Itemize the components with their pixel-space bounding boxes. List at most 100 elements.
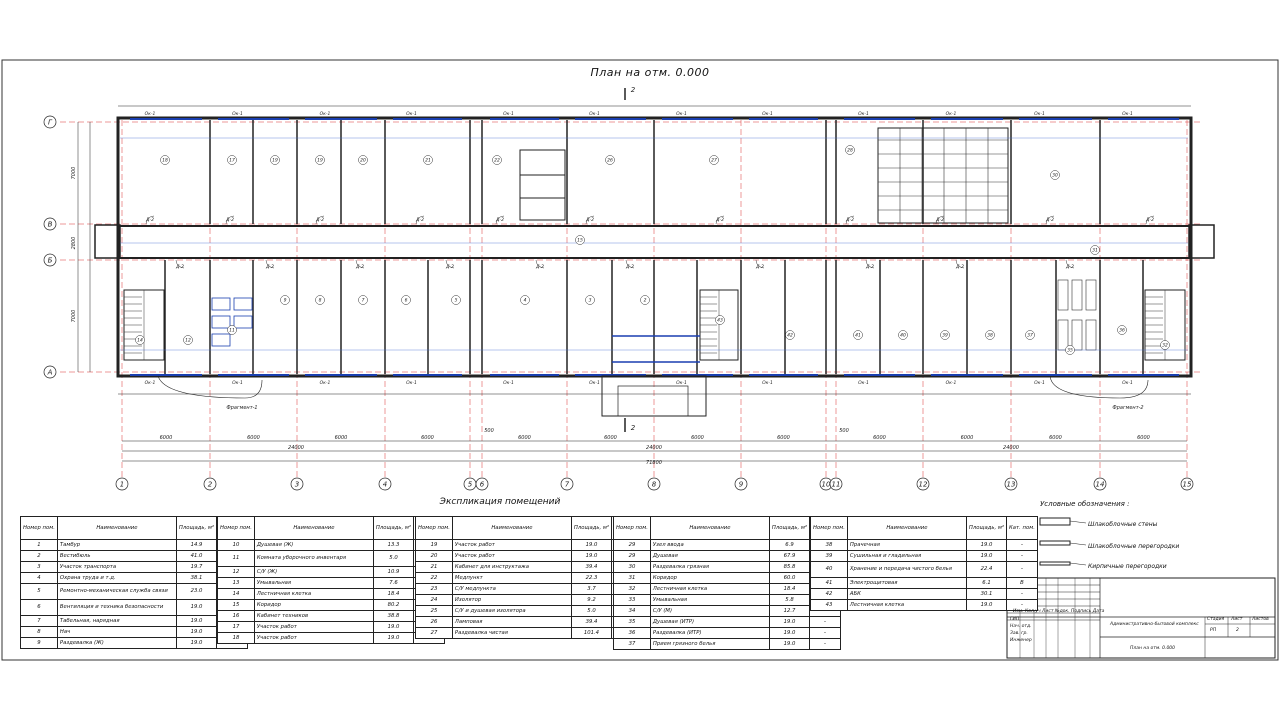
table-cell: 19.0 <box>175 637 218 649</box>
table-cell: 19.7 <box>175 561 218 573</box>
table-cell: Душевая (Ж) <box>253 539 374 551</box>
table-cell: 16 <box>217 610 255 622</box>
table-cell: 20 <box>415 550 453 562</box>
room-number-circle <box>358 155 368 165</box>
door-swing <box>495 215 505 225</box>
locker-group <box>1085 279 1097 311</box>
table-header-cell: Кат. пом. <box>1006 516 1038 540</box>
door-mark-label: Д-2 <box>935 217 944 223</box>
room-number-label: 18 <box>162 158 168 164</box>
table-cell: Медпункт <box>451 572 572 584</box>
room-number-circle <box>315 295 325 305</box>
table-cell: Вентиляция и техника безопасности <box>56 599 177 616</box>
porch-landing <box>617 385 689 417</box>
legend-item-brick-partitions: Кирпичные перегородки <box>1088 563 1167 570</box>
table-cell: 6.9 <box>768 539 811 551</box>
table-header-cell: Номер пом. <box>20 516 58 540</box>
table-header-cell: Площадь, м² <box>372 516 415 540</box>
axis-number-label: 8 <box>652 481 657 489</box>
door-mark-label: Д-2 <box>535 264 544 270</box>
vertical-dimension-label: 7000 <box>71 167 77 180</box>
room-number-circle <box>270 155 280 165</box>
table-cell: 3 <box>20 561 58 573</box>
legend-item-block-partitions: Шлакоблочные перегородки <box>1088 543 1180 550</box>
table-cell: 42 <box>810 588 848 600</box>
door-swing <box>355 259 365 269</box>
room-number-label: 31 <box>1092 248 1098 254</box>
table-header-cell: Номер пом. <box>415 516 453 540</box>
room-number-circle <box>985 330 995 340</box>
table-cell: 37 <box>613 638 651 650</box>
bay-dimension-label: 6000 <box>873 435 886 441</box>
legend-leader <box>1069 542 1087 546</box>
room-number-circle <box>135 335 145 345</box>
table-cell: 19 <box>415 539 453 551</box>
table-cell: - <box>809 627 841 639</box>
room-number-circle <box>575 235 585 245</box>
axis-bubble <box>829 477 843 491</box>
axis-bubble <box>1093 477 1107 491</box>
bay-dimension-label: 6000 <box>160 435 173 441</box>
bay-dimension-label: 6000 <box>247 435 260 441</box>
door-swing <box>755 259 765 269</box>
table-cell: 6.1 <box>965 577 1008 589</box>
table-cell: АБК <box>846 588 967 600</box>
window-mark-label: Ок-1 <box>858 111 869 117</box>
table-cell: Ламповая <box>451 616 572 628</box>
locker-group <box>1071 319 1083 351</box>
table-cell: 12 <box>217 566 255 578</box>
door-mark-label: Д-2 <box>265 264 274 270</box>
table-cell: 67.9 <box>768 550 811 562</box>
table-cell: 30.1 <box>965 588 1008 600</box>
door-swing <box>935 215 945 225</box>
window-mark-label: Ок-1 <box>676 111 687 117</box>
axis-letter-label: А <box>47 369 53 377</box>
room-number-label: 11 <box>229 328 235 334</box>
table-cell: В <box>1006 577 1038 589</box>
door-mark-label: Д-2 <box>1045 217 1054 223</box>
table-cell: С/У (Ж) <box>253 566 374 578</box>
window-mark-label: Ок-1 <box>1122 380 1133 386</box>
room-number-circle <box>280 295 290 305</box>
room-number-circle <box>1050 170 1060 180</box>
axis-number-label: 5 <box>468 481 473 489</box>
table-cell: 19.0 <box>175 626 218 638</box>
axis-bubble <box>916 477 930 491</box>
axis-bubble <box>560 477 574 491</box>
table-cell: 19.0 <box>768 627 811 639</box>
room-number-circle <box>785 330 795 340</box>
tb-role-4: Инженер <box>1010 638 1032 643</box>
axis-bubble <box>115 477 129 491</box>
table-cell: 43 <box>810 599 848 611</box>
section-label: 2 <box>631 424 636 432</box>
window-mark-label: Ок-1 <box>946 380 957 386</box>
fixture <box>211 315 231 329</box>
room-number-label: 4 <box>524 298 527 304</box>
tb-sheet-title: План на отм. 0.000 <box>1130 646 1176 651</box>
table-cell: Охрана труда и т.д. <box>56 572 177 584</box>
table-cell: 17 <box>217 621 255 633</box>
table-cell: - <box>1006 550 1038 562</box>
fixture <box>211 333 231 347</box>
table-cell: С/У (М) <box>649 605 770 617</box>
table-cell: 12.7 <box>768 605 811 617</box>
table-cell: - <box>1006 599 1038 611</box>
axis-number-label: 6 <box>480 481 485 489</box>
table-cell: 60.0 <box>768 572 811 584</box>
axis-bubble <box>475 477 489 491</box>
room-number-circle <box>640 295 650 305</box>
bay-dimension-label: 6000 <box>777 435 790 441</box>
locker-group <box>1071 279 1083 311</box>
table-cell: 5.0 <box>372 550 415 567</box>
room-number-label: 42 <box>787 333 793 339</box>
table-cell: 13.3 <box>372 539 415 551</box>
table-cell: 9.2 <box>570 594 613 606</box>
